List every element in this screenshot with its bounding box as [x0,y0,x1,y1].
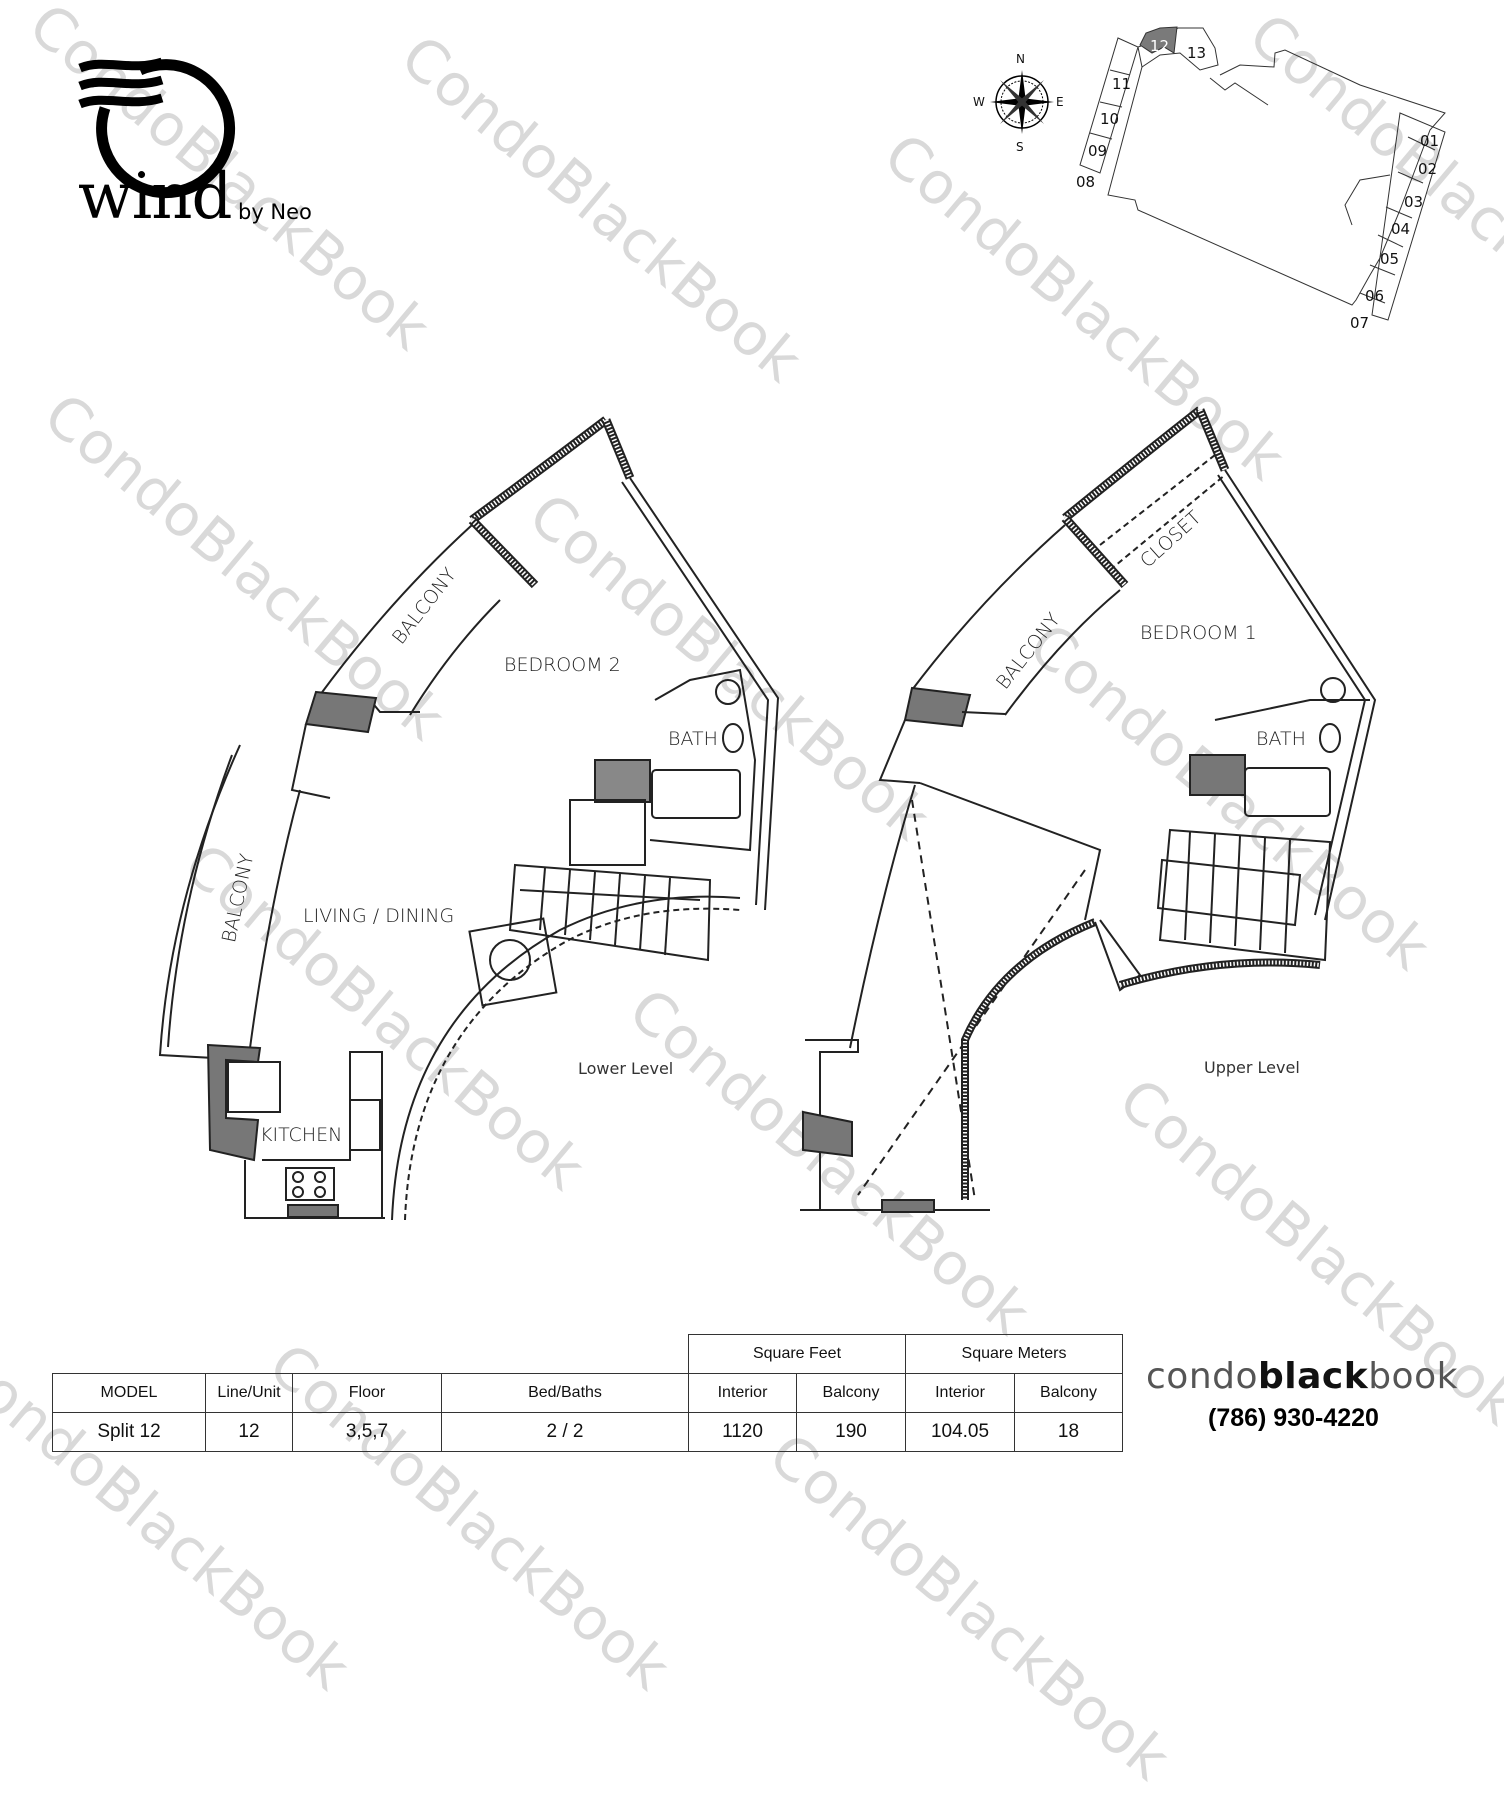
column-header-sqft-balcony: Balcony [796,1373,906,1413]
column-header-sqm-interior: Interior [905,1373,1015,1413]
room-label-bedroom-2: BEDROOM 2 [504,654,621,676]
cell-model: Split 12 [52,1412,206,1452]
compass-rose-icon [990,70,1054,134]
cell-line-unit: 12 [205,1412,293,1452]
column-header-model: MODEL [52,1373,206,1413]
column-header-line-unit: Line/Unit [205,1373,293,1413]
cell-floor: 3,5,7 [292,1412,442,1452]
wind-circle-wave-icon [78,57,236,199]
cell-sqm-balcony: 18 [1014,1412,1123,1452]
cell-sqft-balcony: 190 [796,1412,906,1452]
table-header-row: MODEL Line/Unit Floor Bed/Baths Interior… [52,1373,1123,1413]
cell-sqm-interior: 104.05 [905,1412,1015,1452]
column-header-sqft-interior: Interior [688,1373,797,1413]
watermark: CondoBlackBook [756,1420,1184,1794]
key-plan-unit-10: 10 [1100,110,1120,128]
key-plan-unit-06: 06 [1365,287,1385,305]
brand-part-condo: condo [1146,1356,1259,1397]
logo-tagline: by Neo [238,200,312,224]
key-plan-unit-08: 08 [1076,173,1096,191]
room-label-bath-upper: BATH [1256,728,1306,750]
compass-west: W [973,95,985,109]
key-plan-unit-05: 05 [1380,250,1400,268]
key-plan-unit-09: 09 [1088,142,1108,160]
key-plan-unit-04: 04 [1391,220,1411,238]
compass-south: S [1016,140,1024,154]
lower-level-drawing [158,416,780,1221]
column-header-bed-baths: Bed/Baths [441,1373,689,1413]
room-label-bath-lower: BATH [668,728,718,750]
logo-wordmark: wind [78,160,232,234]
column-header-sqm-balcony: Balcony [1014,1373,1123,1413]
group-header-square-meters: Square Meters [905,1334,1123,1374]
room-label-bedroom-1: BEDROOM 1 [1140,622,1257,644]
phone-number: (786) 930-4220 [1208,1404,1379,1432]
unit-12-highlight [1139,26,1178,54]
unit-specs-table: Square Feet Square Meters MODEL Line/Uni… [52,1334,1123,1452]
brand-part-book: book [1368,1356,1458,1397]
key-plan-unit-03: 03 [1404,193,1424,211]
compass-east: E [1056,95,1064,109]
key-plan-unit-12: 12 [1150,37,1170,55]
level-label-upper: Upper Level [1204,1058,1300,1077]
key-plan-unit-13: 13 [1187,44,1207,62]
brand-part-black: black [1258,1356,1369,1397]
cell-sqft-interior: 1120 [688,1412,797,1452]
room-label-living-dining: LIVING / DINING [303,905,455,927]
table-row: Split 12 12 3,5,7 2 / 2 1120 190 104.05 … [52,1412,1123,1452]
room-label-kitchen: KITCHEN [260,1124,343,1146]
key-plan-unit-11: 11 [1112,75,1132,93]
building-key-plan [1079,26,1446,321]
compass-north: N [1016,52,1025,66]
column-header-floor: Floor [292,1373,442,1413]
key-plan-unit-07: 07 [1350,314,1370,332]
key-plan-unit-02: 02 [1418,160,1438,178]
key-plan-unit-01: 01 [1420,132,1440,150]
condoblackbook-logo: condoblackbook [1146,1356,1458,1397]
level-label-lower: Lower Level [578,1059,674,1078]
upper-level-drawing [800,406,1377,1213]
group-header-square-feet: Square Feet [688,1334,906,1374]
cell-bed-baths: 2 / 2 [441,1412,689,1452]
